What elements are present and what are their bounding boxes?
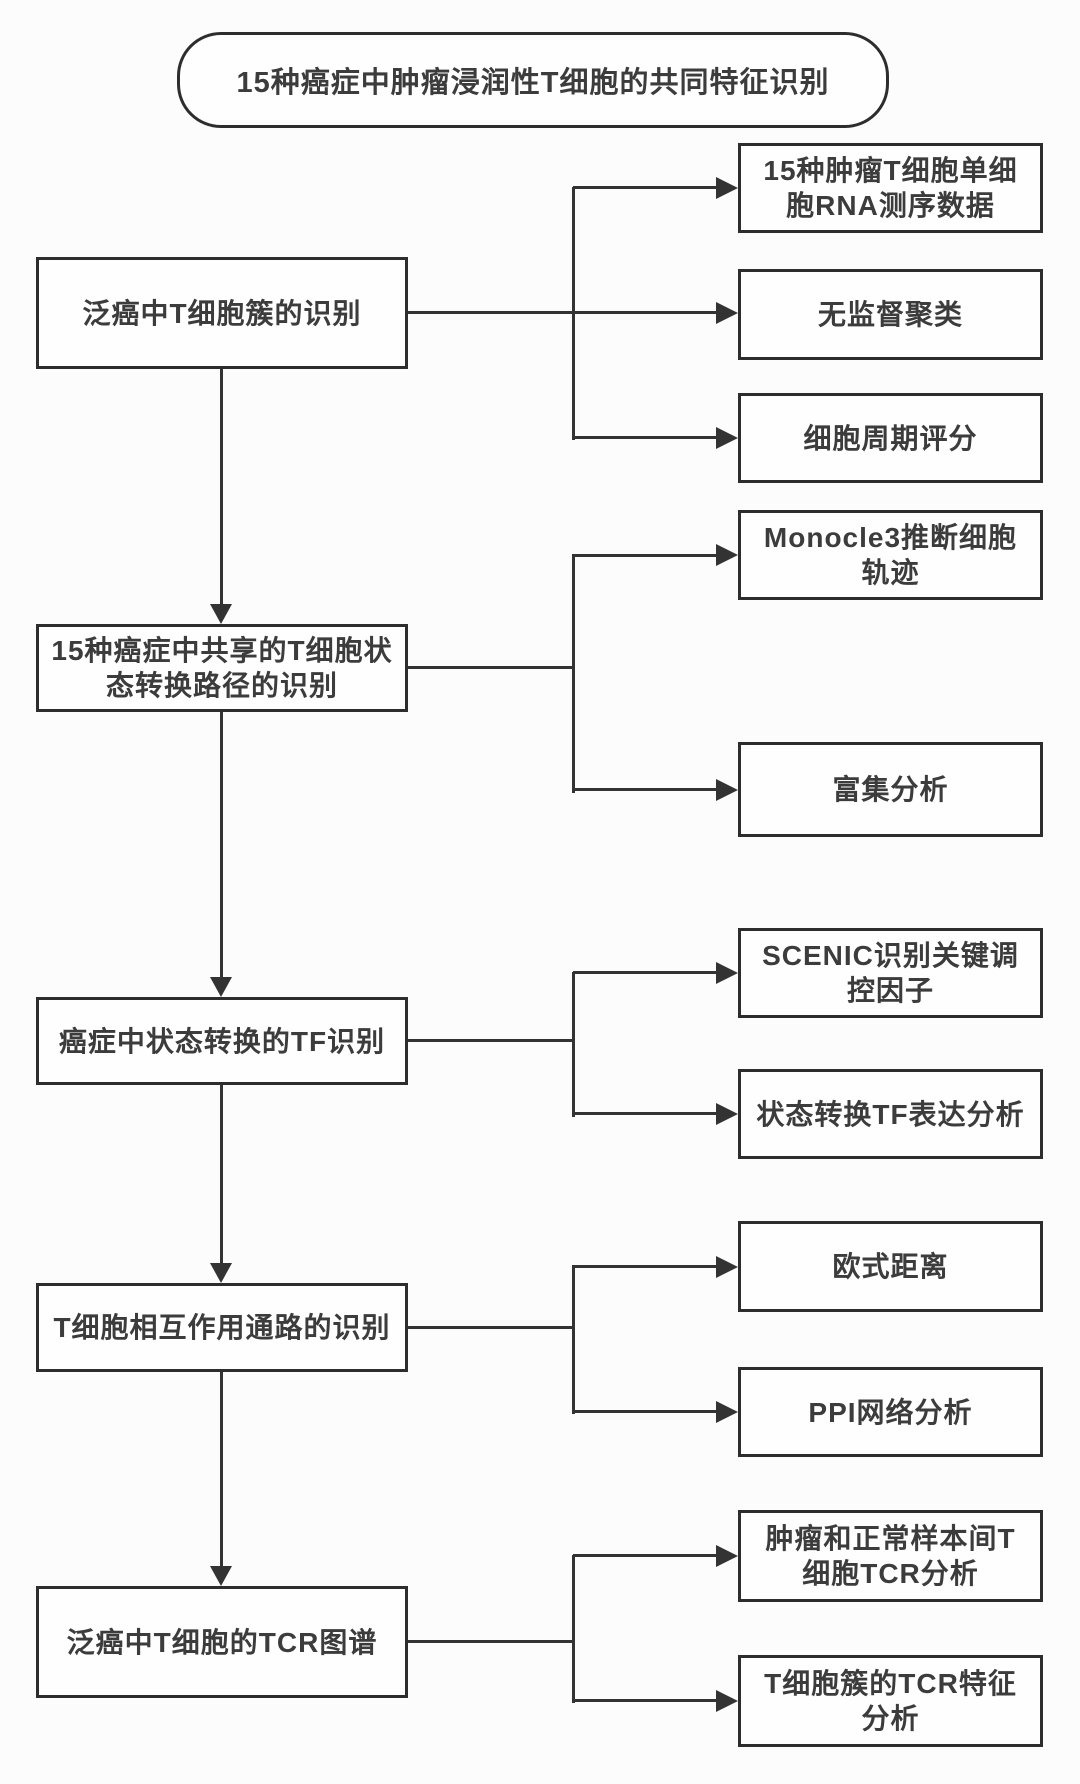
method-box-cell-cycle-scoring: 细胞周期评分 <box>738 393 1043 483</box>
connector-step5-branch-bottom-line <box>573 1699 716 1702</box>
step-label: 泛癌中T细胞的TCR图谱 <box>66 1626 378 1658</box>
method-label: T细胞簇的TCR特征分析 <box>764 1668 1017 1734</box>
connector-step4-stem-line <box>408 1326 573 1329</box>
connector-step4-trunk-line <box>572 1265 575 1414</box>
method-box-tcell-cluster-tcr-features: T细胞簇的TCR特征分析 <box>738 1655 1043 1747</box>
method-label: 无监督聚类 <box>817 299 963 330</box>
connector-step4-branch-top-line <box>573 1265 716 1268</box>
step-label: 泛癌中T细胞簇的识别 <box>82 297 362 329</box>
step-label: 15种癌症中共享的T细胞状态转换路径的识别 <box>51 635 393 701</box>
method-box-enrichment-analysis: 富集分析 <box>738 742 1043 837</box>
arrow-right-monocle3-icon <box>716 544 738 566</box>
connector-step2-stem-line <box>408 666 573 669</box>
method-box-tumor-normal-tcr-analysis: 肿瘤和正常样本间T细胞TCR分析 <box>738 1510 1043 1602</box>
arrow-right-tumor-normal-tcr-icon <box>716 1545 738 1567</box>
arrow-right-ppi-network-icon <box>716 1401 738 1423</box>
connector-step3-branch-top-line <box>573 971 716 974</box>
method-box-monocle3-trajectory: Monocle3推断细胞轨迹 <box>738 510 1043 600</box>
step-label: 癌症中状态转换的TF识别 <box>58 1025 386 1057</box>
arrow-right-euclidean-distance-icon <box>716 1256 738 1278</box>
arrow-right-scrna-data-icon <box>716 177 738 199</box>
arrow-right-cluster-tcr-features-icon <box>716 1690 738 1712</box>
method-box-state-transition-tf-expression: 状态转换TF表达分析 <box>738 1069 1043 1159</box>
step-box-pan-cancer-tcell-tcr-atlas: 泛癌中T细胞的TCR图谱 <box>36 1586 408 1698</box>
method-label: SCENIC识别关键调控因子 <box>762 940 1019 1006</box>
arrow-right-cell-cycle-scoring-icon <box>716 427 738 449</box>
connector-step2-trunk-line <box>572 554 575 793</box>
connector-step4-step5-line <box>220 1372 223 1568</box>
method-label: 肿瘤和正常样本间T细胞TCR分析 <box>765 1523 1016 1589</box>
step-box-state-transition-tf-identification: 癌症中状态转换的TF识别 <box>36 997 408 1085</box>
connector-step1-trunk-line <box>572 187 575 440</box>
method-label: 状态转换TF表达分析 <box>756 1098 1025 1130</box>
flowchart-title: 15种癌症中肿瘤浸润性T细胞的共同特征识别 <box>236 67 830 99</box>
arrow-down-step5-icon <box>210 1566 232 1586</box>
connector-step1-stem-line <box>408 311 716 314</box>
step-box-shared-tcell-state-transition-paths: 15种癌症中共享的T细胞状态转换路径的识别 <box>36 624 408 712</box>
method-label: Monocle3推断细胞轨迹 <box>763 522 1018 588</box>
connector-step3-trunk-line <box>572 972 575 1117</box>
method-box-ppi-network-analysis: PPI网络分析 <box>738 1367 1043 1457</box>
connector-step1-step2-line <box>220 369 223 606</box>
connector-step5-trunk-line <box>572 1555 575 1703</box>
arrow-right-tf-expression-icon <box>716 1103 738 1125</box>
method-box-scenic-key-regulators: SCENIC识别关键调控因子 <box>738 928 1043 1018</box>
method-label: 欧式距离 <box>832 1251 949 1282</box>
arrow-down-step4-icon <box>210 1263 232 1283</box>
connector-step3-stem-line <box>408 1039 573 1042</box>
step-box-pan-cancer-tcell-cluster-identification: 泛癌中T细胞簇的识别 <box>36 257 408 369</box>
step-label: T细胞相互作用通路的识别 <box>53 1312 391 1343</box>
connector-step3-step4-line <box>220 1085 223 1265</box>
method-label: 细胞周期评分 <box>803 422 978 454</box>
arrow-down-step2-icon <box>210 604 232 624</box>
method-label: 15种肿瘤T细胞单细胞RNA测序数据 <box>763 155 1018 221</box>
connector-step2-branch-bottom-line <box>573 788 716 791</box>
connector-step1-branch-bottom-line <box>573 436 716 439</box>
arrow-right-enrichment-analysis-icon <box>716 779 738 801</box>
method-label: PPI网络分析 <box>808 1396 973 1428</box>
connector-step5-stem-line <box>408 1640 573 1643</box>
connector-step4-branch-bottom-line <box>573 1410 716 1413</box>
connector-step1-branch-top-line <box>573 186 716 189</box>
method-box-unsupervised-clustering: 无监督聚类 <box>738 269 1043 360</box>
flowchart-title-box: 15种癌症中肿瘤浸润性T细胞的共同特征识别 <box>177 32 889 128</box>
method-label: 富集分析 <box>832 774 949 805</box>
connector-step2-branch-top-line <box>573 554 716 557</box>
method-box-euclidean-distance: 欧式距离 <box>738 1221 1043 1312</box>
connector-step5-branch-top-line <box>573 1554 716 1557</box>
connector-step3-branch-bottom-line <box>573 1112 716 1115</box>
connector-step2-step3-line <box>220 712 223 979</box>
step-box-tcell-interaction-pathway-identification: T细胞相互作用通路的识别 <box>36 1283 408 1372</box>
arrow-down-step3-icon <box>210 977 232 997</box>
arrow-right-scenic-icon <box>716 962 738 984</box>
arrow-right-unsupervised-clustering-icon <box>716 302 738 324</box>
method-box-scrna-seq-data: 15种肿瘤T细胞单细胞RNA测序数据 <box>738 143 1043 233</box>
